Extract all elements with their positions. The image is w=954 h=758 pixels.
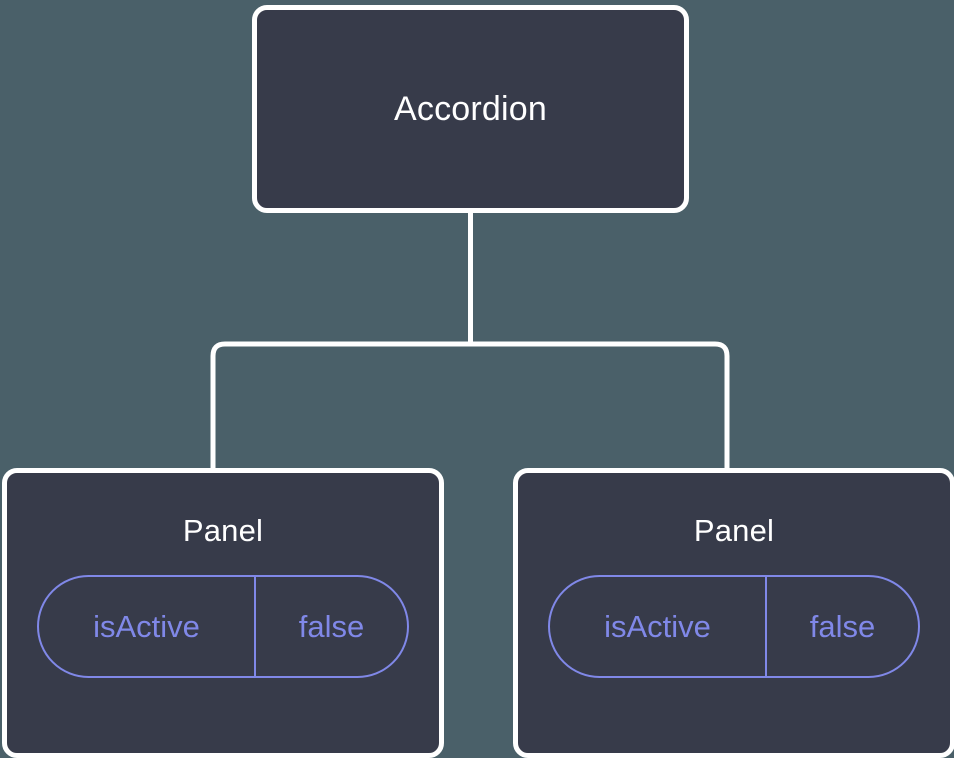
node-panel-1[interactable]: Panel isActive false [2, 468, 444, 758]
node-panel-2-prop-value: false [809, 609, 876, 644]
component-tree-canvas: Accordion Panel isActive false Panel isA… [2, 5, 954, 758]
edge-root-to-panel-left [210, 341, 471, 471]
node-accordion[interactable]: Accordion [252, 5, 689, 213]
node-panel-1-prop-value: false [298, 609, 365, 644]
edge-root-to-panel-right [470, 341, 730, 471]
node-panel-2-prop-key: isActive [550, 577, 767, 676]
node-panel-2-title: Panel [693, 513, 775, 548]
node-panel-2[interactable]: Panel isActive false [513, 468, 954, 758]
node-panel-1-prop-isactive[interactable]: isActive false [37, 575, 409, 678]
node-panel-1-prop-key: isActive [39, 577, 256, 676]
node-panel-1-title: Panel [182, 513, 264, 548]
node-accordion-title: Accordion [394, 90, 547, 128]
node-panel-2-prop-isactive[interactable]: isActive false [548, 575, 920, 678]
